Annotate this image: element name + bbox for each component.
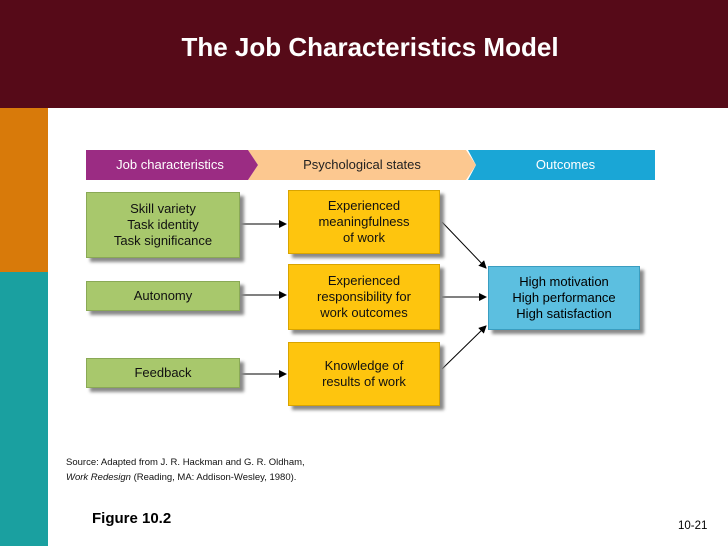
arrow-meaning-to-outcomes: [441, 221, 487, 269]
psych-box-line: responsibility for: [317, 289, 411, 304]
header-label-job: Job characteristics: [116, 157, 224, 172]
outcome-box-line: High performance: [512, 290, 616, 305]
psych-box-knowledge: Knowledge of results of work: [288, 342, 440, 406]
psych-box-line: work outcomes: [320, 305, 408, 320]
outcome-box-line: High satisfaction: [516, 306, 612, 321]
job-box-skill-task: Skill variety Task identity Task signifi…: [86, 192, 240, 258]
job-box-line: Skill variety: [130, 201, 196, 216]
page-number: 10-21: [678, 520, 708, 532]
header-arrow-job: [86, 150, 258, 180]
source-line-2: Work Redesign (Reading, MA: Addison-Wesl…: [66, 470, 305, 485]
psych-box-line: meaningfulness: [318, 214, 410, 229]
job-box-line: Task significance: [113, 233, 213, 248]
title-bar: The Job Characteristics Model: [0, 0, 728, 108]
outcome-box-line: High motivation: [519, 274, 609, 289]
accent-bar-orange: [0, 108, 48, 272]
psych-box-line: Experienced: [327, 273, 401, 288]
header-arrow-outcomes: [468, 150, 655, 180]
psych-box-responsibility: Experienced responsibility for work outc…: [288, 264, 440, 330]
job-box-line: Feedback: [134, 365, 192, 380]
header-label-psych: Psychological states: [303, 157, 421, 172]
job-box-line: Autonomy: [133, 288, 193, 303]
header-label-outcomes: Outcomes: [535, 157, 596, 172]
figure-label: Figure 10.2: [92, 510, 172, 527]
job-box-line: Task identity: [127, 217, 199, 232]
source-line-1: Source: Adapted from J. R. Hackman and G…: [66, 457, 305, 468]
header-arrow-psych: [248, 150, 476, 180]
psych-box-meaningfulness: Experienced meaningfulness of work: [288, 190, 440, 254]
accent-bar-teal: [0, 272, 48, 546]
source-book-title: Work Redesign: [66, 472, 131, 483]
slide-title: The Job Characteristics Model: [181, 32, 559, 62]
psych-box-line: Experienced: [327, 198, 401, 213]
outcome-box: High motivation High performance High sa…: [488, 266, 640, 330]
arrow-knowledge-to-outcomes: [441, 325, 487, 370]
psych-box-line: Knowledge of: [324, 358, 404, 373]
source-citation: Source: Adapted from J. R. Hackman and G…: [66, 455, 305, 485]
job-box-autonomy: Autonomy: [86, 281, 240, 311]
psych-box-line: results of work: [322, 374, 406, 389]
source-publisher: (Reading, MA: Addison-Wesley, 1980).: [130, 472, 297, 483]
job-box-feedback: Feedback: [86, 358, 240, 388]
psych-box-line: of work: [343, 230, 385, 245]
